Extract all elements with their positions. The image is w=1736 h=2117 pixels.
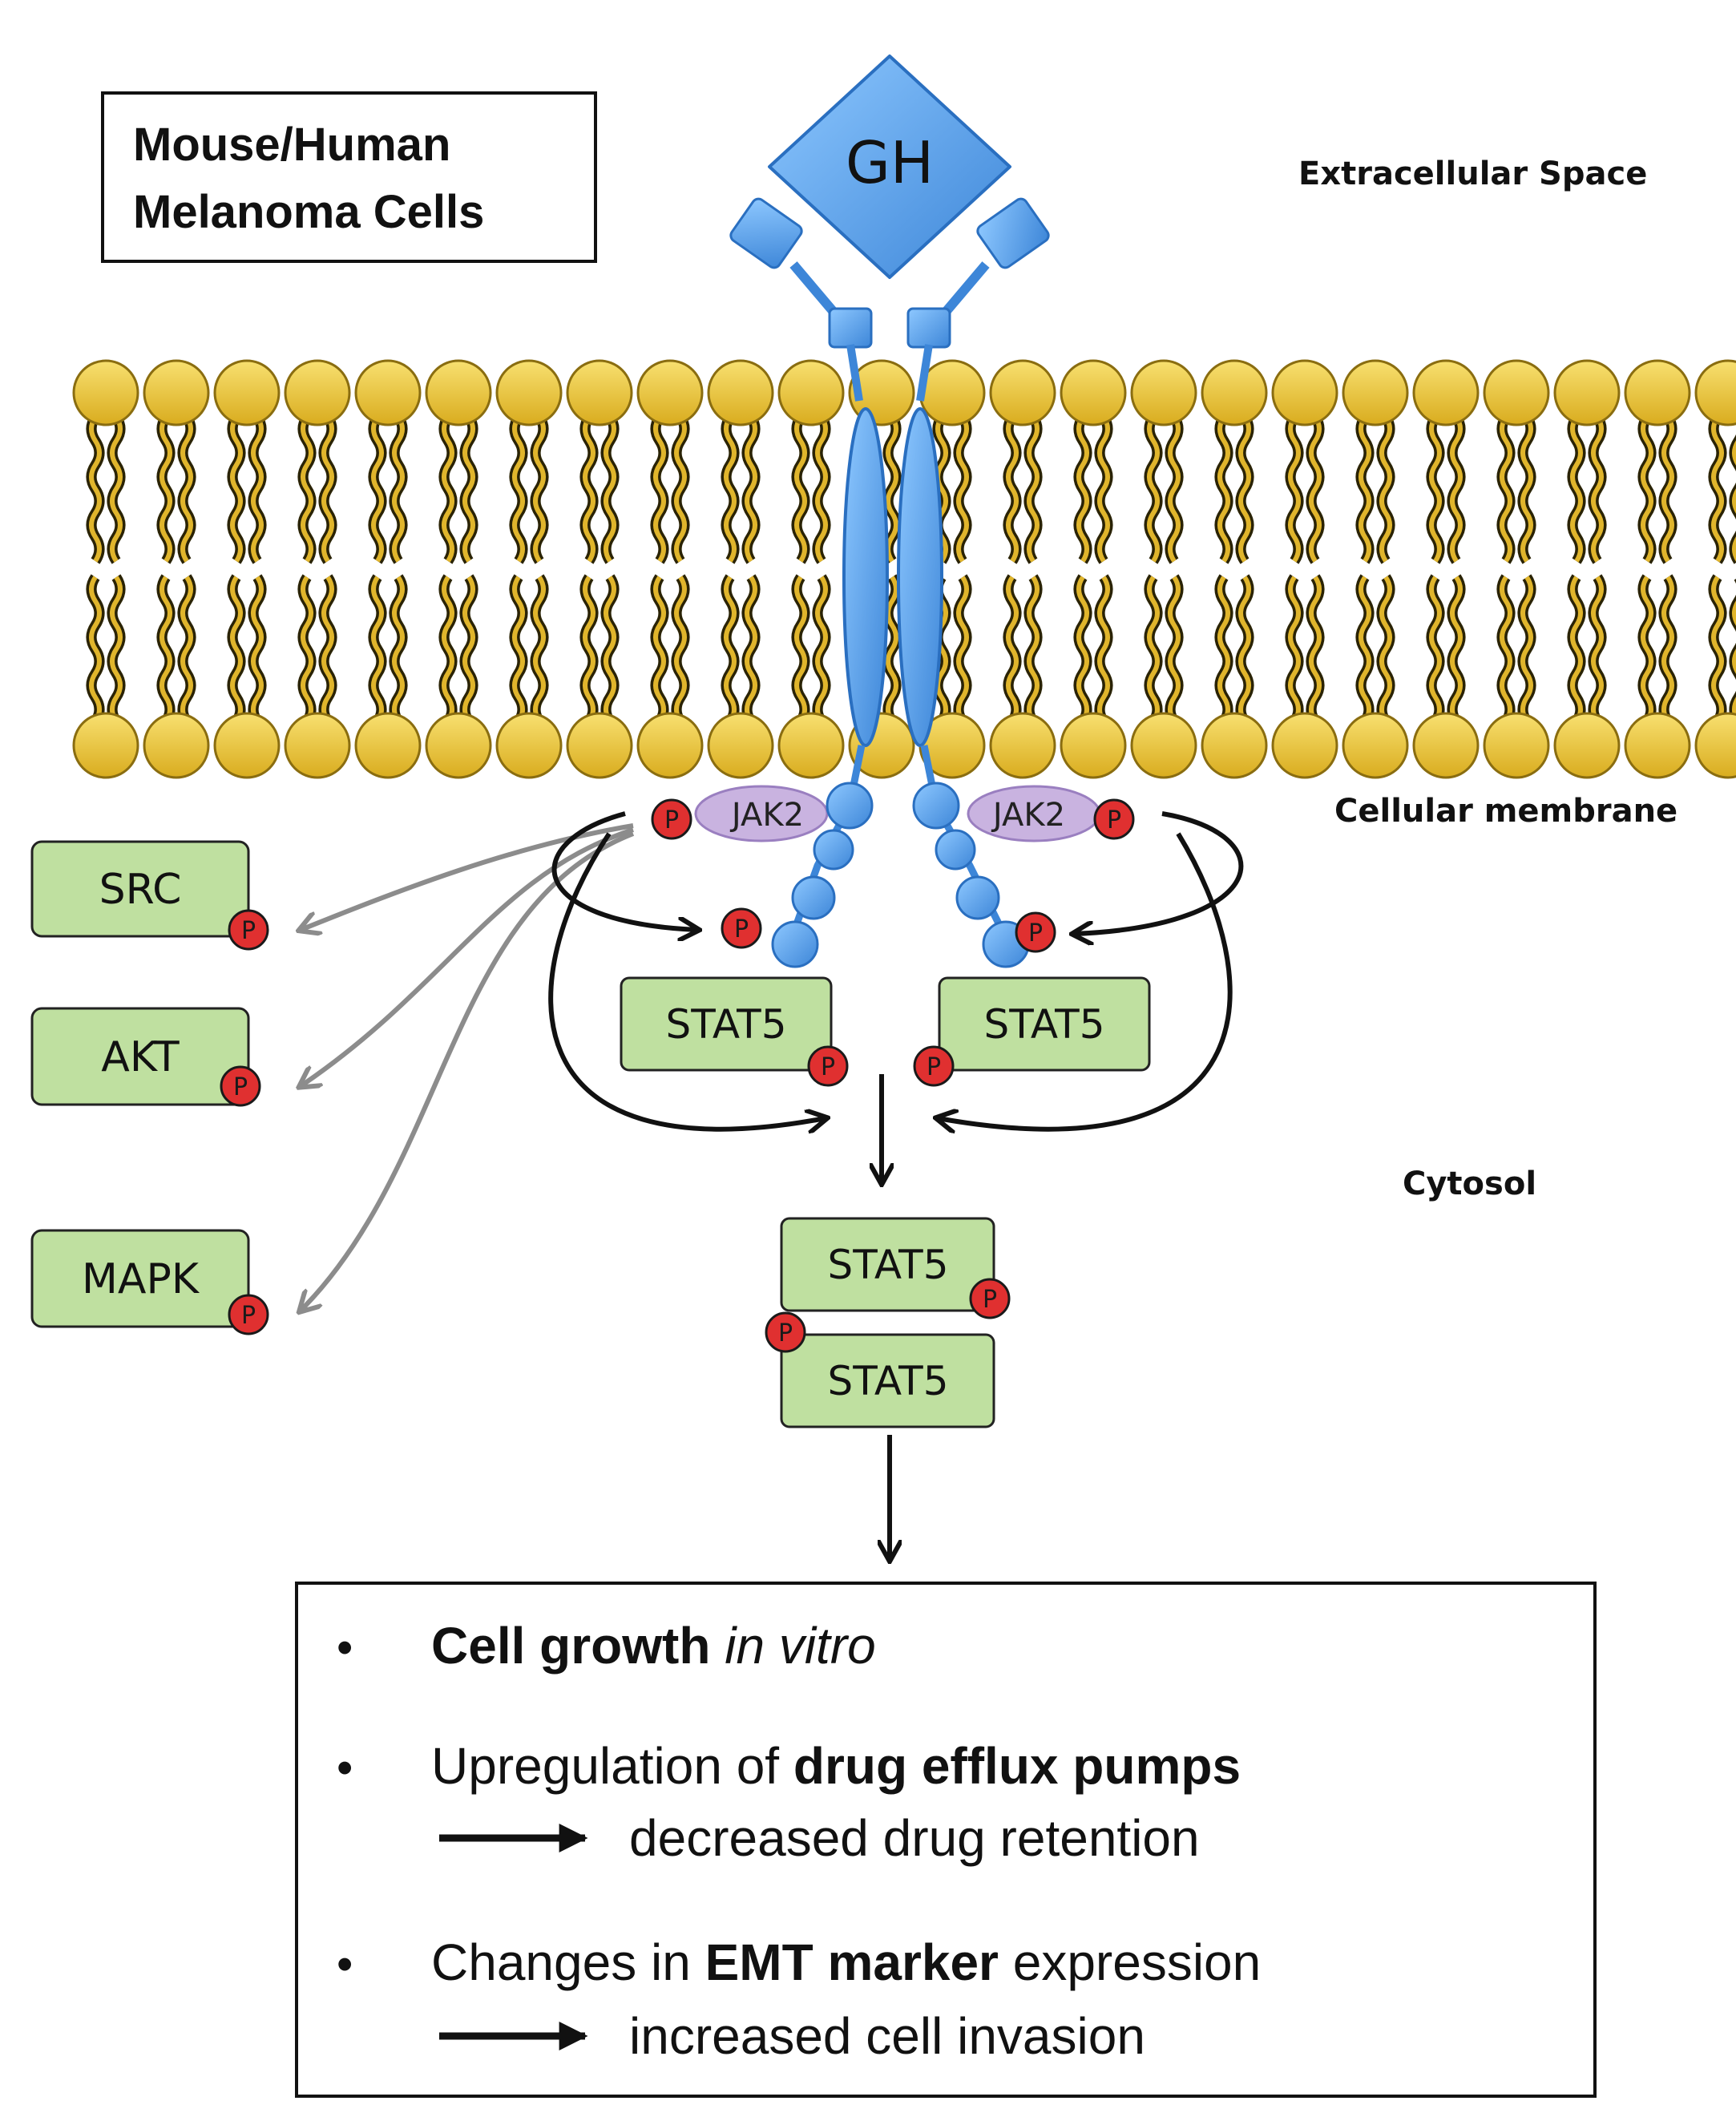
stat5-right: STAT5 bbox=[938, 976, 1151, 1072]
stat5-dimer-top-label: STAT5 bbox=[827, 1242, 948, 1288]
phospholipid bbox=[636, 359, 704, 779]
phospho-label: P bbox=[778, 1319, 793, 1347]
pathway-label-akt: AKT bbox=[101, 1033, 180, 1081]
phospho-icon: P bbox=[1015, 911, 1056, 953]
phospholipid bbox=[777, 359, 845, 779]
extracellular-space-label: Extracellular Space bbox=[1298, 156, 1647, 192]
pathway-label-src: SRC bbox=[99, 866, 182, 914]
phospholipid bbox=[1553, 359, 1621, 779]
phospholipid bbox=[1342, 359, 1409, 779]
phospho-label: P bbox=[664, 806, 679, 834]
phospholipid bbox=[1412, 359, 1480, 779]
stat5-right-label: STAT5 bbox=[983, 1001, 1104, 1048]
stat5-left: STAT5 bbox=[620, 976, 833, 1072]
phospho-label: P bbox=[241, 1302, 256, 1330]
phospho-icon: P bbox=[807, 1045, 849, 1087]
phospho-label: P bbox=[734, 915, 749, 943]
stat5-dimer: STAT5 STAT5 bbox=[780, 1217, 995, 1428]
phospho-icon: P bbox=[228, 1294, 269, 1335]
phospho-label: P bbox=[983, 1286, 997, 1314]
gh-ligand: GH bbox=[768, 55, 1011, 279]
phospholipid bbox=[707, 359, 774, 779]
outcome-3-result: increased cell invasion bbox=[629, 2007, 1145, 2065]
activation-arrows bbox=[548, 811, 1244, 1559]
jak2-left: JAK2 bbox=[694, 785, 829, 842]
pathway-box-src: SRC bbox=[30, 840, 250, 938]
phospholipid bbox=[143, 359, 210, 779]
jak2-right: JAK2 bbox=[967, 785, 1101, 842]
receptor-cytoplasmic-chains bbox=[771, 745, 1030, 968]
phospholipid bbox=[1060, 359, 1127, 779]
phospho-label: P bbox=[1107, 806, 1121, 834]
title-line-2: Melanoma Cells bbox=[133, 186, 484, 238]
phospho-icon: P bbox=[651, 798, 692, 840]
stat5-left-label: STAT5 bbox=[665, 1001, 786, 1048]
bullet-3: • bbox=[337, 1938, 353, 1990]
phospho-icon: P bbox=[721, 907, 762, 949]
stat5-dimer-bottom-label: STAT5 bbox=[827, 1358, 948, 1404]
phospholipid bbox=[566, 359, 633, 779]
phospholipid bbox=[989, 359, 1056, 779]
phospholipid bbox=[354, 359, 422, 779]
jak2-left-label: JAK2 bbox=[729, 797, 804, 834]
phospholipid bbox=[495, 359, 563, 779]
title-line-1: Mouse/Human bbox=[133, 119, 450, 171]
phospho-label: P bbox=[1028, 919, 1043, 947]
receptor-transmembrane-helices bbox=[842, 407, 943, 747]
outcome-2-result: decreased drug retention bbox=[629, 1809, 1200, 1867]
phospholipid bbox=[1201, 359, 1268, 779]
outcome-box: • Cell growth in vitro • Upregulation of… bbox=[295, 1582, 1597, 2098]
phospholipid bbox=[284, 359, 351, 779]
outcome-3: Changes in EMT marker expression bbox=[431, 1933, 1261, 1991]
cellular-membrane-label: Cellular membrane bbox=[1334, 793, 1677, 830]
phospho-label: P bbox=[233, 1073, 248, 1101]
phospho-icon: P bbox=[969, 1278, 1011, 1319]
lipid-bilayer bbox=[72, 359, 1736, 779]
bullet-2: • bbox=[337, 1742, 353, 1794]
pathway-box-akt: AKT bbox=[30, 1007, 250, 1106]
gh-label: GH bbox=[846, 129, 934, 196]
pathway-label-mapk: MAPK bbox=[82, 1255, 200, 1303]
pathway-arrows bbox=[301, 823, 635, 1311]
phospho-icon: P bbox=[765, 1311, 806, 1353]
phospholipid bbox=[1271, 359, 1338, 779]
cytosol-label: Cytosol bbox=[1403, 1166, 1536, 1202]
phospho-icon: P bbox=[228, 909, 269, 951]
phospholipid bbox=[1483, 359, 1550, 779]
outcome-2: Upregulation of drug efflux pumps bbox=[431, 1737, 1241, 1795]
phospho-label: P bbox=[241, 917, 256, 945]
receptor-extracellular-domains bbox=[729, 197, 1050, 402]
phospholipid bbox=[1694, 359, 1736, 779]
gh-receptor: GH bbox=[729, 55, 1050, 747]
title-box: Mouse/Human Melanoma Cells bbox=[101, 91, 597, 263]
phospholipid bbox=[72, 359, 139, 779]
phospholipid bbox=[425, 359, 492, 779]
phospholipid bbox=[213, 359, 281, 779]
bullet-1: • bbox=[337, 1622, 353, 1674]
phospho-label: P bbox=[821, 1053, 835, 1081]
phospho-label: P bbox=[927, 1053, 941, 1081]
jak2-right-label: JAK2 bbox=[991, 797, 1065, 834]
phospho-icon: P bbox=[913, 1045, 955, 1087]
phosphorylation-sites: P P P P P P P P P P P bbox=[220, 798, 1135, 1353]
phospholipid bbox=[1624, 359, 1691, 779]
phospholipid bbox=[1130, 359, 1197, 779]
pathway-box-mapk: MAPK bbox=[30, 1229, 250, 1328]
phospho-icon: P bbox=[1093, 798, 1135, 840]
pathway-boxes: SRC AKT MAPK bbox=[30, 840, 250, 1328]
phospho-icon: P bbox=[220, 1065, 261, 1107]
outcome-1: Cell growth in vitro bbox=[431, 1617, 876, 1675]
